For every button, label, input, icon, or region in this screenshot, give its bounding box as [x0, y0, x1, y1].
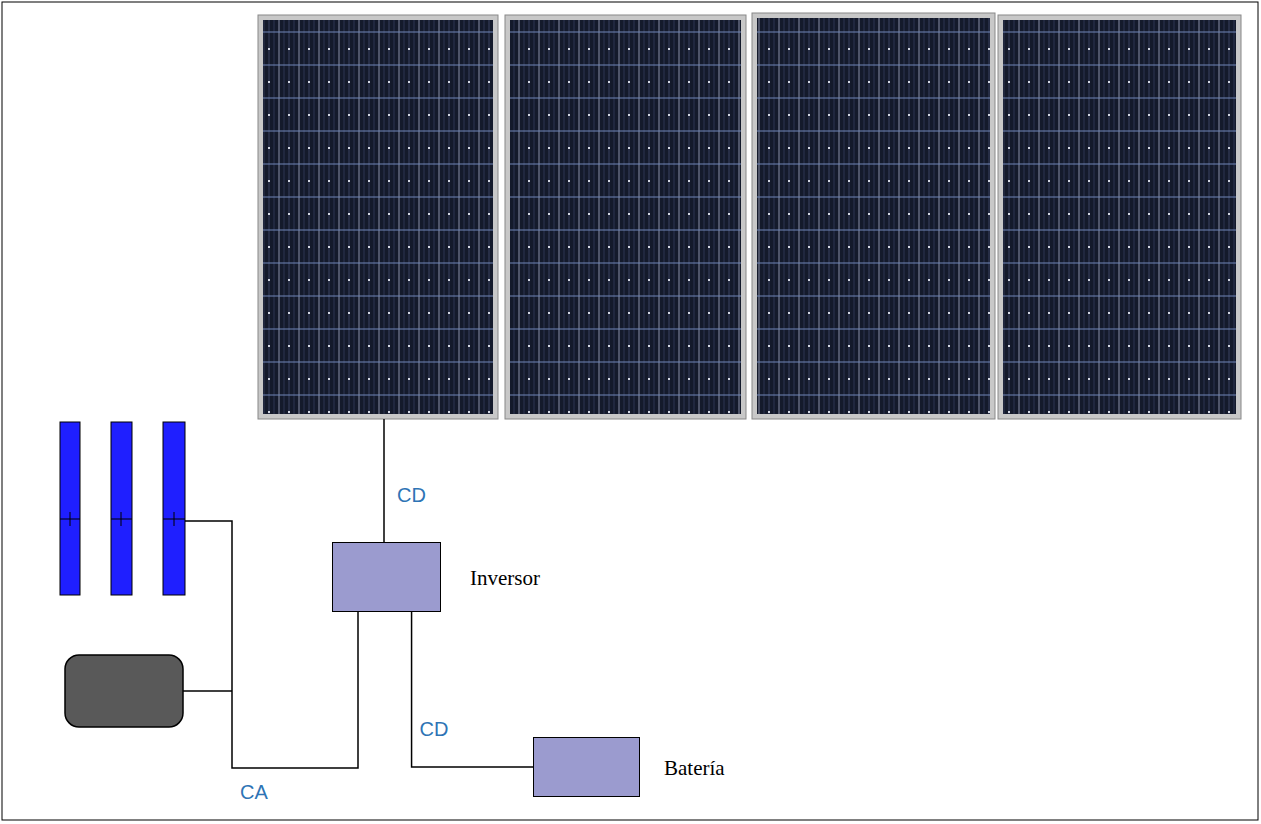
- load-bar: [163, 422, 185, 595]
- inverter-box: Inversor: [332, 542, 441, 612]
- battery-box: Batería: [533, 737, 640, 797]
- solar-panel: [505, 15, 746, 419]
- load-bar: [60, 422, 80, 595]
- generator-block: [65, 655, 183, 727]
- current-label: CD: [418, 718, 451, 741]
- solar-panel: [752, 13, 995, 419]
- dc-wire: [412, 612, 533, 767]
- solar-panel: [258, 15, 498, 419]
- current-label: CD: [395, 484, 428, 507]
- current-label: CA: [238, 781, 270, 804]
- load-bar: [111, 422, 132, 595]
- solar-panel: [998, 15, 1241, 419]
- component-name: Inversor: [470, 566, 540, 591]
- component-name: Batería: [664, 756, 725, 781]
